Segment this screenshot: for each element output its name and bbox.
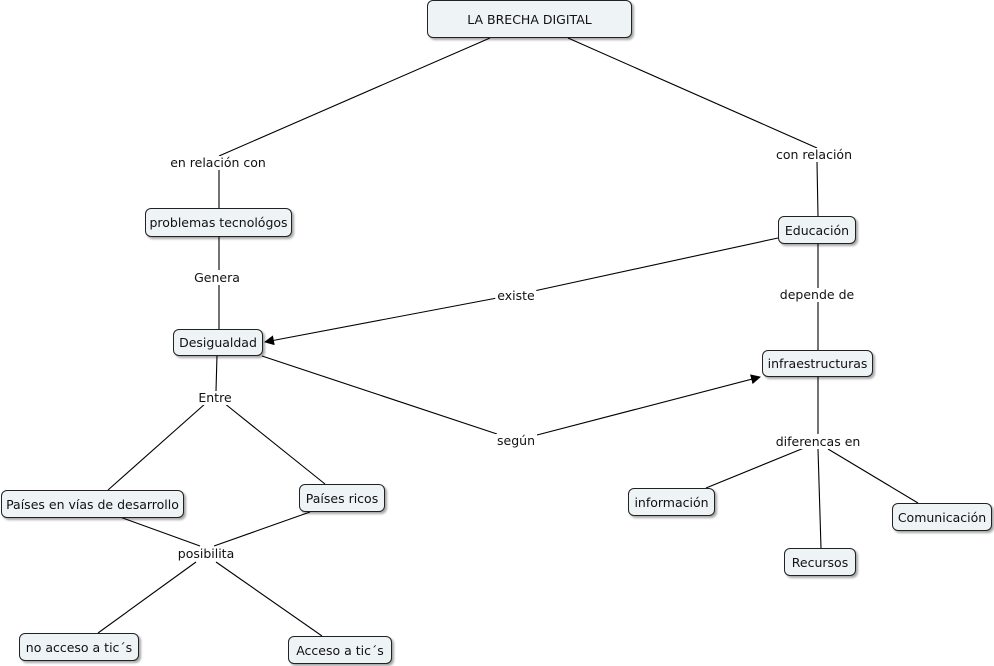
node-no-acceso[interactable]: no acceso a tic´s (19, 633, 139, 661)
edge-diferencias-recursos (817, 448, 822, 549)
node-brecha-digital[interactable]: LA BRECHA DIGITAL (427, 0, 632, 38)
edge-existe-desigualdad (264, 297, 498, 346)
edge-diferencias-comunicacion (827, 448, 919, 504)
edge-educacion-existe (533, 237, 779, 292)
label-depende-de: depende de (777, 287, 857, 302)
label-diferencias-en: diferencas en (773, 434, 863, 449)
edge-diferencias-informacion (705, 447, 805, 489)
node-paises-ricos[interactable]: Países ricos (299, 484, 385, 512)
node-comunicacion[interactable]: Comunicación (892, 503, 992, 531)
node-paises-desarrollo[interactable]: Países en vías de desarrollo (1, 490, 184, 518)
node-recursos[interactable]: Recursos (784, 548, 856, 576)
node-desigualdad[interactable]: Desigualdad (173, 329, 263, 356)
edge-posibilita-no-acceso (97, 561, 197, 634)
edge-posibilita-acceso (215, 561, 323, 637)
node-informacion[interactable]: información (628, 488, 715, 516)
node-infraestructuras[interactable]: infraestructuras (762, 350, 873, 377)
edge-segun-infra (536, 374, 761, 436)
label-posibilita: posibilita (175, 546, 237, 561)
edge-paises-ricos-posibilita (213, 511, 311, 547)
label-existe: existe (495, 288, 537, 303)
label-entre: Entre (196, 390, 234, 405)
node-educacion[interactable]: Educación (778, 216, 856, 244)
label-segun: según (495, 433, 537, 448)
node-acceso[interactable]: Acceso a tic´s (288, 636, 392, 664)
edge-paises-desarrollo-posibilita (119, 516, 201, 547)
label-en-relacion-con: en relación con (168, 155, 268, 170)
node-problemas-tecnologos[interactable]: problemas tecnológos (145, 208, 292, 237)
edge-desigualdad-entre (215, 354, 218, 392)
edge-con-relacion-educacion (816, 161, 819, 217)
edge-root-en-relacion (218, 37, 491, 157)
edge-entre-paises-ricos (223, 402, 326, 485)
label-genera: Genera (192, 270, 242, 285)
edge-root-con-relacion (567, 37, 818, 149)
edge-desigualdad-segun (261, 355, 498, 435)
label-con-relacion: con relación (773, 147, 855, 162)
edge-entre-paises-desarrollo (107, 402, 207, 491)
